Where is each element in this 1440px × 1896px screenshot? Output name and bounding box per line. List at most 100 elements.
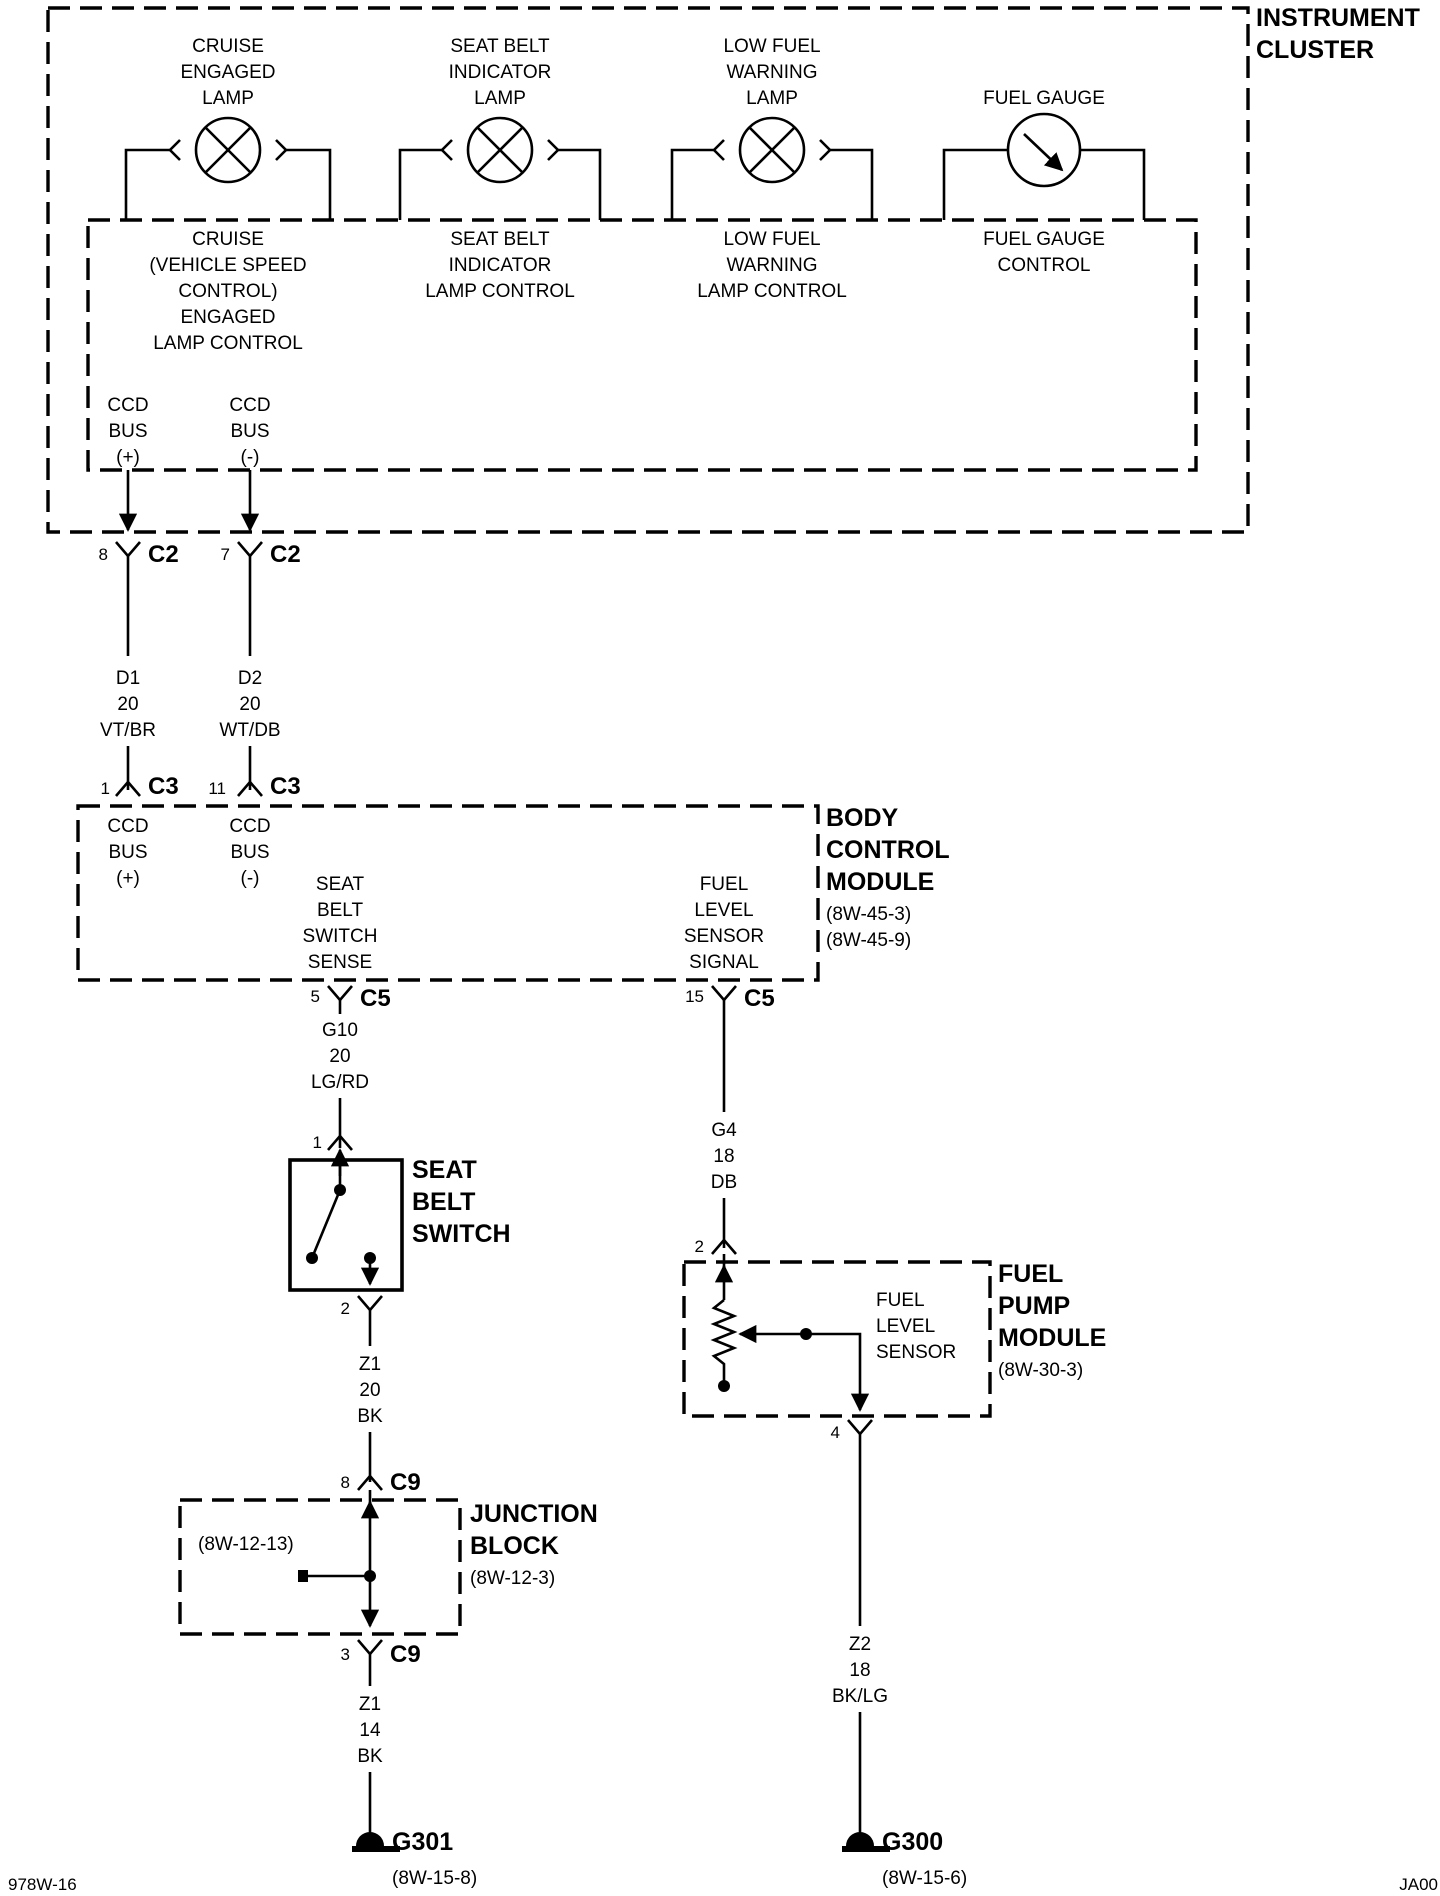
fuel-pump-label-3: MODULE <box>998 1324 1106 1352</box>
g300-ref: (8W-15-6) <box>882 1868 967 1889</box>
z1u-wire-color: BK <box>357 1406 383 1427</box>
junction-block-inner-ref: (8W-12-13) <box>198 1534 294 1555</box>
c9b-pin: 3 <box>341 1645 350 1664</box>
junction-block-box <box>178 1498 462 1636</box>
fuel-sensor-label-2: LEVEL <box>876 1316 935 1337</box>
bcm-ref-1: (8W-45-3) <box>826 904 911 925</box>
g10-wire-color: LG/RD <box>311 1072 369 1093</box>
lowfuel-ctrl-3: LAMP CONTROL <box>697 281 847 302</box>
connector-c9-pin3: 3 C9 <box>341 1639 421 1668</box>
seat-belt-switch-label-2: BELT <box>412 1188 475 1216</box>
z1l-wire-color: BK <box>357 1746 383 1767</box>
g4-wire-gauge: 18 <box>713 1146 734 1167</box>
bcm-bus-plus-3: (+) <box>116 868 140 889</box>
seatbelt-lamp-label-2: INDICATOR <box>449 62 552 83</box>
cluster-bus-minus-1: CCD <box>229 395 270 416</box>
lamp-bulb-icon <box>194 116 262 184</box>
lowfuel-lamp-label-3: LAMP <box>746 88 798 109</box>
bcm-label-2: CONTROL <box>826 836 950 864</box>
gauge-icon <box>1006 112 1082 188</box>
fuel-pump-label-2: PUMP <box>998 1292 1070 1320</box>
ground-g300: G300 (8W-15-6) <box>842 1828 967 1889</box>
g301-name: G301 <box>392 1828 453 1856</box>
fuel-sensor-label-1: FUEL <box>876 1290 925 1311</box>
fuel-gauge: FUEL GAUGE <box>942 88 1146 220</box>
d1-wire-id: D1 <box>116 668 140 689</box>
c2a-pin: 8 <box>99 545 108 564</box>
connector-c5-pin5: 5 C5 <box>311 985 391 1012</box>
bcm-label-1: BODY <box>826 804 899 832</box>
bcm-seatbelt-sense-3: SWITCH <box>303 926 378 947</box>
bcm-label-3: MODULE <box>826 868 934 896</box>
fuel-gauge-label: FUEL GAUGE <box>983 88 1105 109</box>
connector-c3-pin11: 11 C3 <box>208 773 300 800</box>
bcm-fuel-signal-4: SIGNAL <box>689 952 759 973</box>
cluster-bus-plus-3: (+) <box>116 447 140 468</box>
bcm-ref-2: (8W-45-9) <box>826 930 911 951</box>
z2-wire-gauge: 18 <box>849 1660 870 1681</box>
g10-wire-gauge: 20 <box>329 1046 350 1067</box>
c9a-name: C9 <box>390 1469 421 1496</box>
seatbelt-ctrl-3: LAMP CONTROL <box>425 281 575 302</box>
lowfuel-control-label: LOW FUEL WARNING LAMP CONTROL <box>697 229 847 302</box>
z1u-wire-gauge: 20 <box>359 1380 380 1401</box>
bcm-seatbelt-sense-2: BELT <box>317 900 364 921</box>
c3a-name: C3 <box>148 773 179 800</box>
ground-icon <box>356 1832 384 1846</box>
cruise-ctrl-3: CONTROL) <box>178 281 277 302</box>
d2-wire-color: WT/DB <box>219 720 280 741</box>
fuelgauge-ctrl-2: CONTROL <box>998 255 1091 276</box>
cruise-engaged-lamp: CRUISE ENGAGED LAMP <box>124 36 332 220</box>
c9a-pin: 8 <box>341 1473 350 1492</box>
footer-ref-id: JA00 <box>1399 1875 1438 1894</box>
g4-wire-id: G4 <box>711 1120 737 1141</box>
connector-c2-pin8: 8 C2 <box>99 541 179 568</box>
fuelgauge-ctrl-1: FUEL GAUGE <box>983 229 1105 250</box>
instrument-cluster-label-line1: INSTRUMENT <box>1256 4 1420 32</box>
seat-belt-switch: 1 SEAT BELT SWITCH 2 <box>288 1133 511 1318</box>
connector-c2-pin7: 7 C2 <box>221 541 301 568</box>
c5a-name: C5 <box>360 985 391 1012</box>
bcm-bus-plus-2: BUS <box>108 842 147 863</box>
c3b-name: C3 <box>270 773 301 800</box>
cluster-bus-plus-1: CCD <box>107 395 148 416</box>
resistor-icon <box>710 1298 738 1386</box>
bcm-bus-minus-2: BUS <box>230 842 269 863</box>
cruise-lamp-label-3: LAMP <box>202 88 254 109</box>
connector-c3-pin1: 1 C3 <box>101 773 179 800</box>
lowfuel-ctrl-2: WARNING <box>726 255 817 276</box>
seatbelt-lamp-label-1: SEAT BELT <box>450 36 550 57</box>
cruise-ctrl-2: (VEHICLE SPEED <box>149 255 306 276</box>
cruise-lamp-label-2: ENGAGED <box>180 62 275 83</box>
footer-diagram-id: 978W-16 <box>8 1875 77 1894</box>
d1-wire-color: VT/BR <box>100 720 156 741</box>
c2b-pin: 7 <box>221 545 230 564</box>
cruise-ctrl-1: CRUISE <box>192 229 264 250</box>
bcm-fuel-signal-3: SENSOR <box>684 926 764 947</box>
c9b-name: C9 <box>390 1641 421 1668</box>
seat-belt-indicator-lamp: SEAT BELT INDICATOR LAMP <box>398 36 602 220</box>
fuel-sensor-label-3: SENSOR <box>876 1342 956 1363</box>
cluster-bus-minus-3: (-) <box>241 447 260 468</box>
junction-block-label-2: BLOCK <box>470 1532 559 1560</box>
lowfuel-ctrl-1: LOW FUEL <box>723 229 820 250</box>
bcm-seatbelt-sense-4: SENSE <box>308 952 372 973</box>
cruise-ctrl-4: ENGAGED <box>180 307 275 328</box>
c3b-pin: 11 <box>208 779 226 798</box>
g301-ref: (8W-15-8) <box>392 1868 477 1889</box>
seat-belt-switch-box <box>288 1158 404 1292</box>
g4-wire-color: DB <box>711 1172 737 1193</box>
z1l-wire-gauge: 14 <box>359 1720 381 1741</box>
sensor-in-pin: 2 <box>695 1237 704 1256</box>
lamp-bulb-icon <box>738 116 806 184</box>
bcm-bus-minus-1: CCD <box>229 816 270 837</box>
cluster-bus-plus-2: BUS <box>108 421 147 442</box>
switch-in-pin: 1 <box>313 1133 322 1152</box>
z2-wire-id: Z2 <box>849 1634 871 1655</box>
fuelgauge-control-label: FUEL GAUGE CONTROL <box>983 229 1105 276</box>
switch-out-pin: 2 <box>341 1299 350 1318</box>
g300-name: G300 <box>882 1828 943 1856</box>
g10-wire-id: G10 <box>322 1020 358 1041</box>
bcm-seatbelt-sense-1: SEAT <box>316 874 365 895</box>
